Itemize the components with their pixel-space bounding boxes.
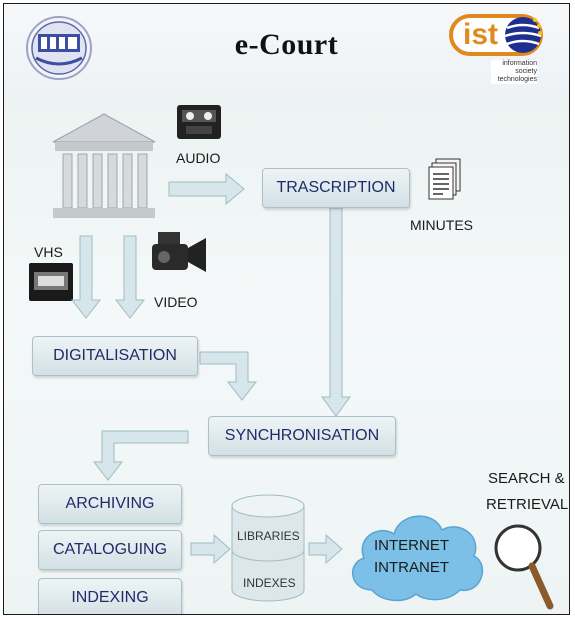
arrow-video-to-digitalisation (114, 235, 146, 319)
arrow-cataloguing-to-libraries (190, 533, 231, 565)
arrow-synchronisation-to-archiving (92, 430, 189, 481)
indexes-label: INDEXES (243, 576, 296, 590)
flow-arrows (70, 172, 351, 565)
archiving-box: ARCHIVING (38, 484, 182, 524)
search-label: SEARCH & (488, 470, 565, 487)
ist-logo: ist information society technologies (449, 12, 549, 92)
ist-logo-caption: information society technologies (491, 60, 537, 84)
audio-label: AUDIO (176, 150, 221, 166)
arrow-trascription-to-synchronisation (321, 207, 351, 417)
arrow-audio-to-trascription (168, 172, 245, 206)
trascription-box: TRASCRIPTION (262, 168, 410, 208)
audio-cassette-icon (177, 105, 221, 139)
arrow-digitalisation-to-synchronisation (199, 351, 258, 401)
minutes-document-icon (428, 158, 461, 200)
arrow-vhs-to-digitalisation (70, 235, 102, 319)
ist-logo-badge (449, 14, 543, 56)
digitalisation-box: DIGITALISATION (32, 336, 198, 376)
page-title: e-Court (234, 28, 339, 61)
indexing-box: INDEXING (38, 578, 182, 614)
video-label: VIDEO (154, 294, 198, 310)
retrieval-label: RETRIEVAL (486, 496, 569, 513)
video-camera-icon (152, 232, 206, 272)
arrow-libraries-to-internet (308, 533, 343, 565)
synchronisation-box: SYNCHRONISATION (208, 416, 396, 456)
database-cylinder (231, 494, 305, 602)
vhs-tape-icon (29, 263, 73, 301)
libraries-label: LIBRARIES (237, 529, 300, 543)
courthouse-icon (52, 113, 156, 218)
header-bar: e-Court ist information society technolo… (4, 4, 569, 97)
vhs-label: VHS (34, 244, 63, 260)
cataloguing-box: CATALOGUING (38, 530, 182, 570)
ist-logo-text: ist (463, 18, 499, 51)
intranet-label: INTRANET (374, 559, 449, 576)
court-emblem-logo (26, 16, 92, 80)
magnifying-glass-icon (494, 524, 554, 610)
minutes-label: MINUTES (410, 217, 473, 233)
diagram-frame: e-Court ist information society technolo… (3, 3, 570, 615)
internet-label: INTERNET (374, 537, 449, 554)
internet-cloud-icon (351, 515, 484, 602)
